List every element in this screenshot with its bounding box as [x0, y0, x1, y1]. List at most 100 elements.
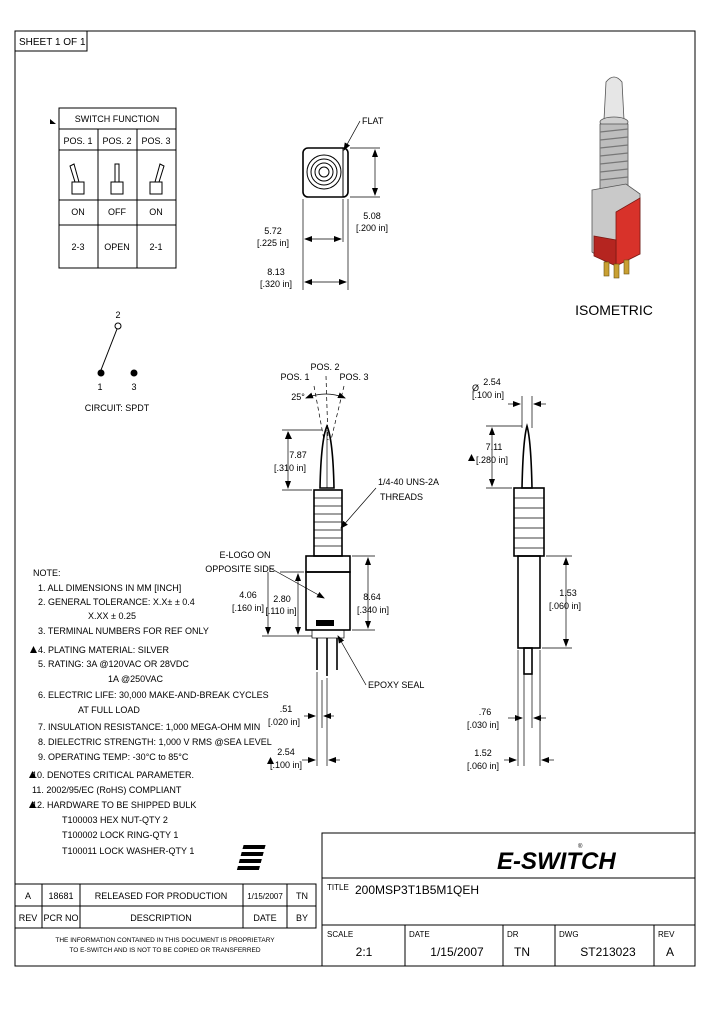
- note-2b: X.XX ± 0.25: [88, 611, 136, 621]
- title-label: TITLE: [327, 883, 349, 892]
- disclaimer-line2: TO E-SWITCH AND IS NOT TO BE COPIED OR T…: [69, 947, 260, 954]
- date-label: DATE: [409, 930, 430, 939]
- switch-function-table: SWITCH FUNCTION POS. 1 POS. 2 POS. 3 ON …: [50, 107, 177, 269]
- critical-parameter-icon: [468, 454, 475, 461]
- rev-by: TN: [296, 891, 308, 901]
- pos1-header: POS. 1: [63, 136, 92, 146]
- e-switch-logo: E-SWITCH ®: [236, 843, 616, 875]
- note-4: 4. PLATING MATERIAL: SILVER: [38, 645, 170, 655]
- dim-2-80: 2.80: [273, 594, 291, 604]
- state-pos1: ON: [71, 207, 85, 217]
- note-8: 8. DIELECTRIC STRENGTH: 1,000 V RMS @SEA…: [38, 737, 272, 747]
- rev-pcr: 18681: [48, 891, 73, 901]
- dim-4-06: 4.06: [239, 590, 257, 600]
- diameter-icon: Ø: [472, 383, 479, 393]
- dim-8-64: 8.64: [363, 592, 381, 602]
- contact-pos2: OPEN: [104, 242, 130, 252]
- side-dim-0-76-in: [.030 in]: [467, 720, 499, 730]
- note-7: 7. INSULATION RESISTANCE: 1,000 MEGA-OHM…: [38, 722, 260, 732]
- side-view: Ø 2.54 [.100 in] 7.11 [.280 in] 1.53 [.0…: [467, 377, 581, 771]
- front-pos3: POS. 3: [339, 372, 368, 382]
- revision-block: A 18681 RELEASED FOR PRODUCTION 1/15/200…: [14, 883, 317, 954]
- circuit-terminal-2: 2: [115, 310, 120, 320]
- circuit-terminal-3: 3: [131, 382, 136, 392]
- title-block: E-SWITCH ® TITLE 200MSP3T1B5M1QEH SCALE …: [236, 832, 696, 967]
- dim-0-51: .51: [280, 704, 293, 714]
- dim-5-72: 5.72: [264, 226, 282, 236]
- note-12b: T100002 LOCK RING-QTY 1: [62, 830, 178, 840]
- front-pos2: POS. 2: [310, 362, 339, 372]
- dim-7-87-in: [.310 in]: [274, 463, 306, 473]
- isometric-view: ISOMETRIC: [575, 76, 653, 318]
- threads-spec: 1/4-40 UNS-2A: [378, 477, 439, 487]
- dim-8-13: 8.13: [267, 267, 285, 277]
- note-10: 10. DENOTES CRITICAL PARAMETER.: [32, 770, 194, 780]
- isometric-label: ISOMETRIC: [575, 302, 653, 318]
- side-dim-0-76: .76: [479, 707, 492, 717]
- rev-value: A: [666, 945, 674, 959]
- date-header: DATE: [253, 913, 276, 923]
- logo-text: E-SWITCH: [497, 848, 616, 875]
- circuit-label: CIRCUIT: SPDT: [85, 403, 150, 413]
- side-dim-2-54: 2.54: [483, 377, 501, 387]
- by-header: BY: [296, 913, 308, 923]
- front-view: POS. 1 POS. 2 POS. 3 25° 1/4-40 UNS-2A T…: [205, 362, 439, 770]
- dwg-value: ST213023: [580, 945, 636, 959]
- side-dim-1-53-in: [.060 in]: [549, 601, 581, 611]
- notes-block: NOTE: 1. ALL DIMENSIONS IN MM [INCH] 2. …: [29, 568, 272, 856]
- dr-value: TN: [514, 945, 530, 959]
- pos2-header: POS. 2: [102, 136, 131, 146]
- elogo-line2: OPPOSITE SIDE: [205, 564, 275, 574]
- side-dim-7-11: 7.11: [486, 442, 503, 452]
- dim-5-72-in: [.225 in]: [257, 238, 289, 248]
- state-pos3: ON: [149, 207, 163, 217]
- circuit-terminal-1: 1: [97, 382, 102, 392]
- note-12c: T100011 LOCK WASHER-QTY 1: [62, 846, 194, 856]
- dim-2-54: 2.54: [277, 747, 295, 757]
- dim-5-08: 5.08: [363, 211, 381, 221]
- note-6b: AT FULL LOAD: [78, 705, 140, 715]
- note-1: 1. ALL DIMENSIONS IN MM [INCH]: [38, 583, 181, 593]
- rev-label: REV: [658, 930, 675, 939]
- flat-label: FLAT: [362, 116, 384, 126]
- dim-2-80-in: [.110 in]: [265, 606, 296, 616]
- scale-label: SCALE: [327, 930, 353, 939]
- note-6: 6. ELECTRIC LIFE: 30,000 MAKE-AND-BREAK …: [38, 690, 269, 700]
- critical-parameter-icon: [30, 646, 37, 653]
- side-dim-1-52: 1.52: [474, 748, 492, 758]
- side-dim-2-54-in: [.100 in]: [472, 390, 504, 400]
- rev-date: 1/15/2007: [247, 892, 283, 901]
- note-12a: T100003 HEX NUT-QTY 2: [62, 815, 168, 825]
- elogo-line1: E-LOGO ON: [219, 550, 270, 560]
- sheet-number-box: [14, 30, 88, 52]
- rev-header: REV: [19, 913, 38, 923]
- dwg-label: DWG: [559, 930, 579, 939]
- desc-header: DESCRIPTION: [130, 913, 192, 923]
- contact-pos1: 2-3: [71, 242, 84, 252]
- dim-8-64-in: [.340 in]: [357, 605, 389, 615]
- disclaimer-line1: THE INFORMATION CONTAINED IN THIS DOCUME…: [55, 937, 275, 944]
- dr-label: DR: [507, 930, 519, 939]
- note-5b: 1A @250VAC: [108, 674, 164, 684]
- toggle-left-icon: [69, 163, 85, 195]
- note-2: 2. GENERAL TOLERANCE: X.X± ± 0.4: [38, 597, 195, 607]
- note-9: 9. OPERATING TEMP: -30°C to 85°C: [38, 752, 189, 762]
- note-11: 11. 2002/95/EC (RoHS) COMPLIANT: [32, 785, 182, 795]
- toggle-center-icon: [110, 163, 124, 195]
- dim-7-87: 7.87: [289, 450, 307, 460]
- epoxy-label: EPOXY SEAL: [368, 680, 424, 690]
- logo-reg: ®: [578, 843, 583, 850]
- date-value: 1/15/2007: [430, 945, 484, 959]
- toggle-right-icon: [149, 163, 165, 195]
- critical-parameter-icon: [29, 771, 36, 778]
- contact-pos3: 2-1: [149, 242, 162, 252]
- threads-label: THREADS: [380, 492, 423, 502]
- switch-function-title: SWITCH FUNCTION: [75, 114, 160, 124]
- rev-desc: RELEASED FOR PRODUCTION: [95, 891, 228, 901]
- dim-4-06-in: [.160 in]: [232, 603, 264, 613]
- dim-2-54-in: [.100 in]: [270, 760, 302, 770]
- rev-a: A: [25, 891, 31, 901]
- notes-title: NOTE:: [33, 568, 61, 578]
- circuit-diagram: 2 1 3 CIRCUIT: SPDT: [85, 310, 150, 413]
